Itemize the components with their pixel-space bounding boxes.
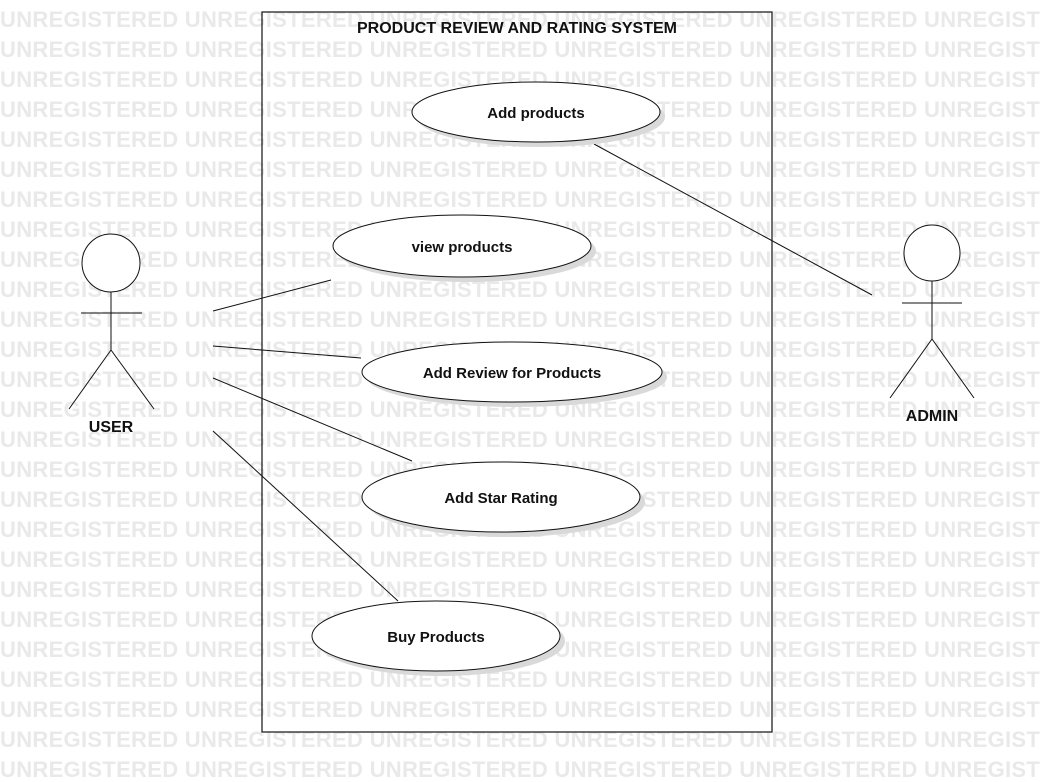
use-case-ellipse	[361, 341, 663, 403]
use-case-label: Add Review for Products	[423, 365, 601, 382]
stick-figure-icon	[889, 224, 975, 399]
system-boundary	[261, 11, 773, 733]
stick-figure-icon	[68, 233, 155, 410]
use-case-ellipse	[311, 600, 561, 672]
association-user-view-products	[212, 279, 332, 312]
use-case-ellipse	[332, 214, 592, 278]
actor-user[interactable]: USER	[68, 233, 155, 436]
use-case-view-products[interactable]: view products	[332, 214, 596, 282]
actor-label: USER	[89, 419, 134, 436]
association-user-add-star-rating	[212, 377, 413, 462]
use-case-label: Buy Products	[387, 629, 485, 646]
actor-label: ADMIN	[906, 408, 958, 425]
use-case-buy-products[interactable]: Buy Products	[311, 600, 565, 676]
use-case-label: Add products	[487, 105, 585, 122]
use-case-ellipse	[411, 81, 661, 143]
use-case-label: view products	[412, 239, 513, 256]
association-admin-add-products	[593, 143, 873, 296]
use-case-add-review[interactable]: Add Review for Products	[361, 341, 667, 407]
system-title: PRODUCT REVIEW AND RATING SYSTEM	[357, 20, 677, 37]
association-user-add-review	[212, 345, 362, 359]
use-case-ellipse	[361, 461, 641, 533]
association-user-buy-products	[212, 430, 399, 602]
actor-admin[interactable]: ADMIN	[889, 224, 975, 425]
use-case-label: Add Star Rating	[444, 490, 557, 507]
use-case-add-star-rating[interactable]: Add Star Rating	[361, 461, 645, 537]
use-case-add-products[interactable]: Add products	[411, 81, 665, 147]
